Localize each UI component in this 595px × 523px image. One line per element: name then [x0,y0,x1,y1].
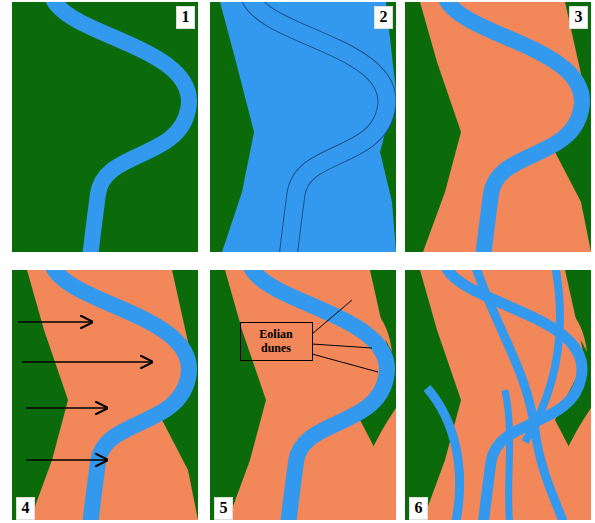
panel-number: 6 [414,499,423,517]
panel-1 [12,2,198,252]
panel-number: 5 [219,499,228,517]
panel-3 [405,2,591,252]
braided-channels [427,270,582,520]
panel-number: 3 [574,8,583,26]
panel-5 [210,270,396,520]
label-text: Eolian dunes [246,327,306,355]
callout-number: 1 [176,6,195,29]
label-box: Eolian dunes [240,322,313,361]
callout-number: 2 [374,6,393,29]
wind-arrows [18,322,152,460]
panel-number: 2 [379,8,388,26]
callout-number: 6 [409,497,428,520]
panel-number: 1 [181,8,190,26]
callout-number: 3 [569,6,588,29]
panel-number: 4 [21,499,30,517]
panel-4 [12,270,198,520]
panel-2 [210,2,396,252]
callout-number: 4 [16,497,35,520]
callout-number: 5 [214,497,233,520]
leader-lines [312,300,378,372]
panel-6 [405,270,591,520]
